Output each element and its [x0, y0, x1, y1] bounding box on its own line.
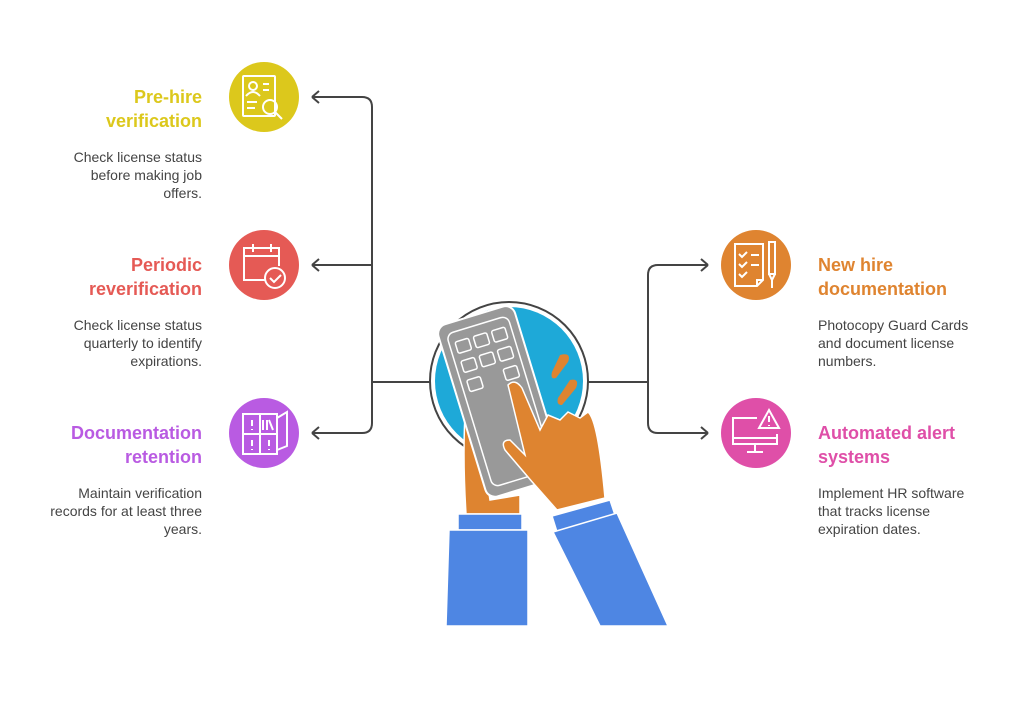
left-connector: [312, 96, 430, 434]
right-arrowheads: [700, 258, 709, 440]
hands-calculator-illustration: [429, 301, 670, 627]
document-search-icon: [229, 62, 299, 132]
monitor-alert-icon: [721, 398, 791, 468]
right-connector: [588, 264, 708, 434]
calendar-check-icon: [229, 230, 299, 300]
left-arrowheads: [311, 90, 320, 440]
checklist-pen-icon: [721, 230, 791, 300]
file-cabinet-icon: [229, 398, 299, 468]
